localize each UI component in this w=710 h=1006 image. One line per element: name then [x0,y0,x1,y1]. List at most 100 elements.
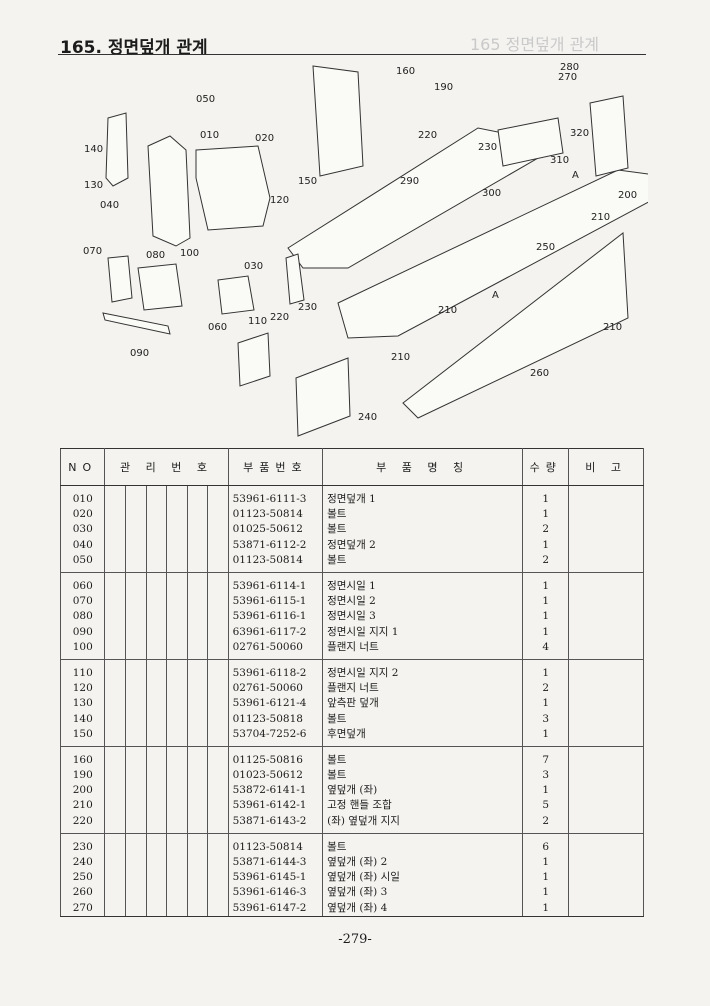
cell-mgmt-1 [104,639,126,660]
page-number: -279- [338,932,372,947]
cell-mgmt-5 [186,783,209,799]
cell-mgmt-6 [207,746,229,768]
cell-mgmt-5 [186,681,209,697]
cell-no: 260 [59,885,106,901]
cell-mgmt-1 [104,900,126,917]
cell-mgmt-2 [125,711,147,727]
cell-no: 210 [59,798,106,814]
cell-mgmt-3 [145,659,168,682]
bleed-through-title: 165 정면덮개 관계 [470,35,600,54]
cell-mgmt-4 [166,594,188,610]
cell-mgmt-1 [104,624,126,640]
cell-mgmt-5 [186,798,209,814]
cell-part-no: 63961-6117-2 [227,624,324,640]
callout-090: 090 [130,348,149,359]
diagram-callouts: 050 010 020 030 040 060 070 080 090 100 … [83,62,637,423]
cell-qty: 2 [522,681,570,697]
part-shape-080 [137,263,183,311]
cell-mgmt-2 [125,726,147,747]
cell-mgmt-1 [104,726,126,747]
cell-no: 090 [59,624,106,640]
callout-260: 260 [530,368,549,379]
cell-mgmt-6 [207,594,229,610]
cell-mgmt-3 [145,870,168,886]
cell-mgmt-6 [207,854,229,871]
part-shape-260 [402,232,629,419]
cell-mgmt-1 [104,768,126,784]
cell-mgmt-6 [207,726,229,747]
cell-mgmt-2 [125,783,147,799]
cell-mgmt-6 [207,870,229,886]
cell-mgmt-5 [186,594,209,610]
cell-part-name: 옆덮개 (좌) 3 [322,885,524,901]
cell-mgmt-4 [166,696,188,712]
cell-mgmt-5 [186,624,209,640]
callout-210-b: 210 [438,305,457,316]
cell-part-name: 옆덮개 (좌) 4 [322,900,524,917]
cell-remarks [568,507,644,523]
cell-mgmt-4 [166,885,188,901]
cell-mgmt-1 [104,798,126,814]
cell-part-name: 정면시일 3 [322,609,524,625]
cell-part-no: 53961-6115-1 [227,594,324,610]
cell-mgmt-1 [104,885,126,901]
cell-no: 250 [59,870,106,886]
cell-part-name: 정면덮개 2 [322,537,524,553]
cell-mgmt-2 [125,537,147,553]
cell-mgmt-6 [207,783,229,799]
cell-remarks [568,696,644,712]
cell-part-name: 정면시일 2 [322,594,524,610]
callout-080: 080 [146,250,165,261]
cell-remarks [568,522,644,538]
cell-mgmt-4 [166,485,188,508]
cell-part-no: 53961-6114-1 [227,572,324,595]
callout-040: 040 [100,200,119,211]
cell-no: 030 [59,522,106,538]
cell-no: 070 [59,594,106,610]
cell-part-name: 볼트 [322,768,524,784]
cell-mgmt-1 [104,522,126,538]
cell-part-no: 53961-6146-3 [227,885,324,901]
cell-part-name: 앞측판 덮개 [322,696,524,712]
cell-qty: 1 [522,885,570,901]
cell-mgmt-3 [145,711,168,727]
cell-mgmt-3 [145,854,168,871]
cell-remarks [568,711,644,727]
cell-mgmt-1 [104,681,126,697]
cell-no: 120 [59,681,106,697]
cell-qty: 2 [522,522,570,538]
callout-320: 320 [570,128,589,139]
cell-mgmt-5 [186,746,209,768]
cell-no: 040 [59,537,106,553]
cell-remarks [568,813,644,834]
cell-mgmt-2 [125,681,147,697]
cell-part-no: 53704-7252-6 [227,726,324,747]
cell-part-name: 옆덮개 (좌) [322,783,524,799]
cell-mgmt-2 [125,696,147,712]
cell-mgmt-3 [145,696,168,712]
cell-mgmt-2 [125,854,147,871]
exploded-parts-diagram: 050 010 020 030 040 060 070 080 090 100 … [83,62,648,437]
cell-mgmt-5 [186,507,209,523]
cell-no: 140 [59,711,106,727]
cell-mgmt-3 [145,885,168,901]
cell-mgmt-2 [125,900,147,917]
cell-mgmt-4 [166,833,188,855]
col-header-part-no: 부품번호 [227,448,324,486]
cell-mgmt-5 [186,885,209,901]
part-shape-310 [497,117,564,167]
cell-no: 220 [59,813,106,834]
cell-qty: 1 [522,485,570,508]
callout-300: 300 [482,188,501,199]
cell-mgmt-5 [186,768,209,784]
